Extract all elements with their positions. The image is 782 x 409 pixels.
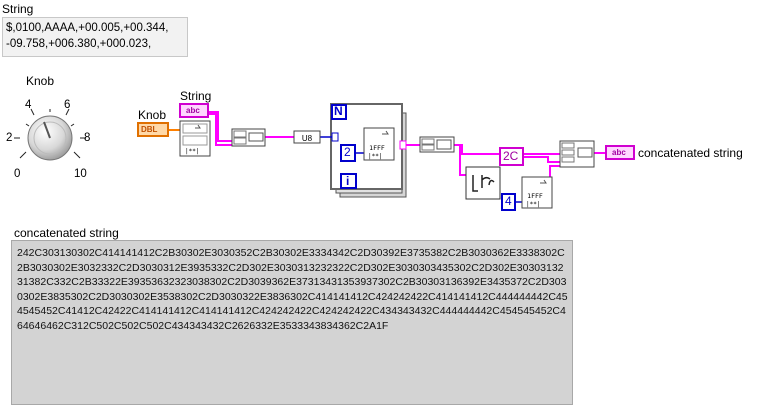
knob-tick-8: 8	[84, 132, 91, 144]
index-tunnel	[331, 132, 339, 142]
knob-tick-10: 10	[74, 168, 87, 180]
concatenated-string-indicator: 242C303130302C414141412C2B30302E3030352C…	[11, 240, 573, 405]
knob-tick-4: 4	[25, 99, 32, 111]
string-to-byte-array-node[interactable]: U8	[293, 130, 321, 144]
constant-comma-text: 2C	[503, 149, 519, 163]
checksum-subvi[interactable]	[465, 166, 501, 200]
svg-text:U8: U8	[302, 134, 313, 143]
loop-index-terminal	[340, 173, 357, 189]
hex-format-text-1: 1FFF	[369, 144, 385, 152]
constant-two[interactable]	[340, 144, 356, 162]
constant-four-text: 4	[505, 194, 512, 208]
knob-terminal-label: Knob	[138, 108, 167, 122]
string-terminal[interactable]	[179, 103, 209, 118]
knob-tick-2: 2	[6, 132, 13, 144]
knob-tick-0: 0	[14, 168, 21, 180]
number-to-hex-node-2[interactable]: 1FFF |**|	[521, 176, 553, 209]
format-into-string-node[interactable]: |**|	[179, 120, 211, 157]
knob-control[interactable]	[0, 88, 110, 188]
concatenate-node-3[interactable]	[559, 140, 595, 168]
svg-text:|**|: |**|	[185, 148, 199, 155]
loop-count-terminal[interactable]	[331, 104, 347, 120]
number-to-hex-node[interactable]: 1FFF |**|	[363, 127, 395, 161]
concatenated-string-label: concatenated string	[14, 226, 119, 240]
loop-index-text: i	[346, 174, 350, 188]
knob-terminal-type: DBL	[141, 125, 158, 134]
knob-dial[interactable]	[0, 88, 110, 188]
svg-text:|**|: |**|	[526, 201, 540, 208]
concatenate-node-1[interactable]	[231, 128, 266, 147]
string-wires	[208, 111, 606, 184]
output-terminal-type: abc	[612, 148, 626, 157]
constant-two-text: 2	[344, 145, 351, 159]
concatenate-node-2[interactable]	[419, 136, 455, 153]
loop-count-text: N	[334, 104, 343, 118]
output-tunnel	[399, 140, 407, 150]
string-control-label: String	[2, 2, 34, 16]
string-control[interactable]: $,0100,AAAA,+00.005,+00.344, -09.758,+00…	[2, 17, 188, 57]
constant-four[interactable]	[501, 193, 516, 211]
constant-comma[interactable]	[499, 147, 524, 166]
concatenated-string-terminal[interactable]	[605, 145, 635, 160]
knob-tick-6: 6	[64, 99, 71, 111]
string-terminal-type: abc	[186, 106, 200, 115]
integer-wires	[320, 136, 522, 203]
output-terminal-label: concatenated string	[638, 146, 743, 160]
knob-terminal[interactable]	[137, 122, 169, 137]
svg-text:|**|: |**|	[368, 153, 382, 160]
knob-label: Knob	[26, 74, 55, 88]
hex-format-text-2: 1FFF	[527, 192, 543, 200]
string-terminal-label: String	[180, 89, 212, 103]
